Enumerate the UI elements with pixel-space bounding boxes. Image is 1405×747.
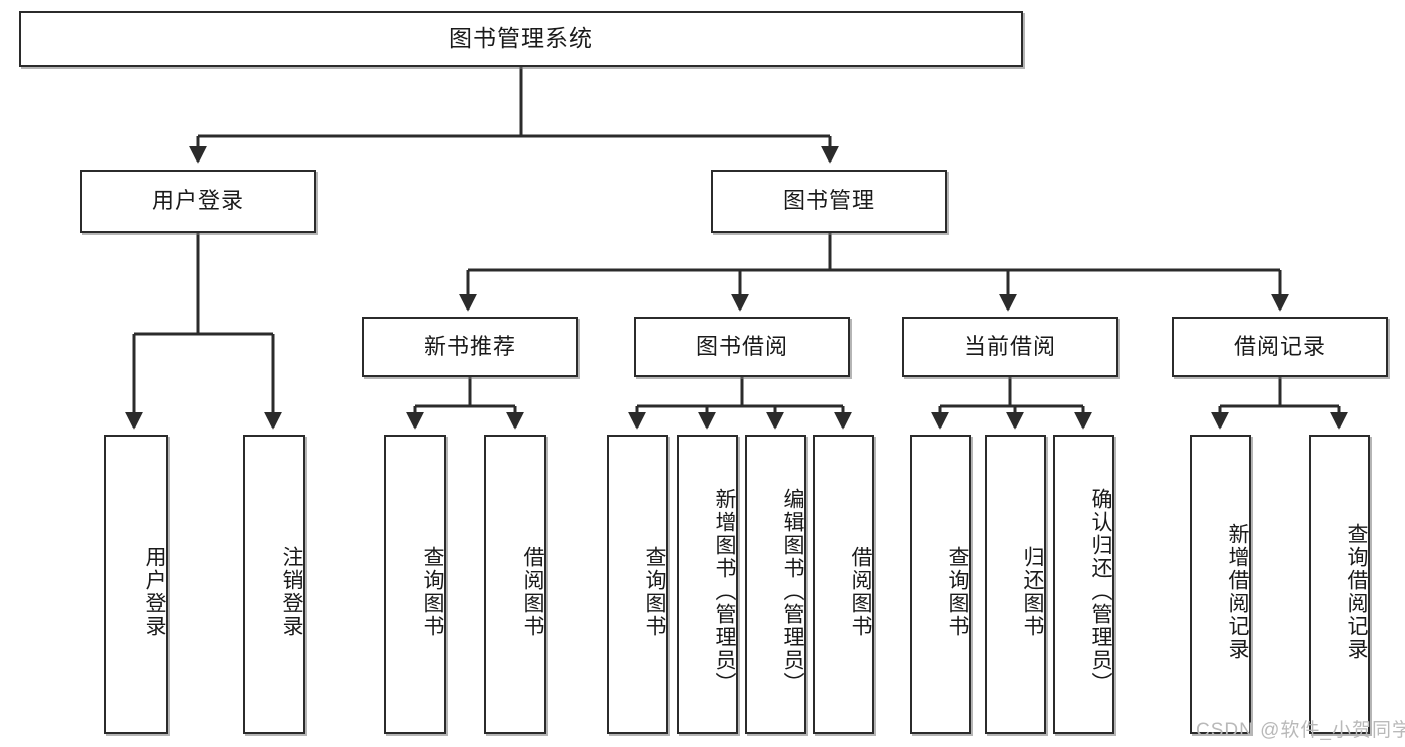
node-root[interactable]: 图书管理系统 [19,11,1023,67]
node-book-borrow-label: 图书借阅 [695,333,788,359]
node-leaf-confirm-return-label: 确认归还（管理员） [1089,488,1112,695]
node-borrow-record[interactable]: 借阅记录 [1172,317,1388,377]
node-book-manage-label: 图书管理 [782,188,875,214]
node-leaf-query-book-1-label: 查询图书 [421,545,444,638]
node-leaf-add-record-label: 新增借阅记录 [1226,522,1249,661]
node-current-borrow-label: 当前借阅 [963,333,1056,359]
node-new-book-recommend-label: 新书推荐 [423,333,516,359]
node-leaf-add-record[interactable]: 新增借阅记录 [1190,435,1251,734]
node-root-label: 图书管理系统 [449,25,593,52]
node-leaf-query-book-2-label: 查询图书 [643,545,666,638]
node-leaf-borrow-book-2[interactable]: 借阅图书 [813,435,874,734]
node-leaf-return-book[interactable]: 归还图书 [985,435,1046,734]
node-leaf-borrow-book-2-label: 借阅图书 [849,545,872,638]
node-leaf-query-book-1[interactable]: 查询图书 [384,435,446,734]
node-leaf-query-record-label: 查询借阅记录 [1345,522,1368,661]
node-leaf-edit-book-label: 编辑图书（管理员） [781,488,804,695]
watermark: CSDN @软件_小贺同学 [1196,720,1405,741]
node-leaf-borrow-book-1-label: 借阅图书 [521,545,544,638]
node-leaf-return-book-label: 归还图书 [1021,545,1044,638]
node-leaf-add-book-label: 新增图书（管理员） [713,488,736,695]
node-new-book-recommend[interactable]: 新书推荐 [362,317,578,377]
node-leaf-add-book[interactable]: 新增图书（管理员） [677,435,738,734]
node-leaf-query-book-3-label: 查询图书 [946,545,969,638]
node-borrow-record-label: 借阅记录 [1233,333,1326,359]
node-leaf-query-book-2[interactable]: 查询图书 [607,435,668,734]
node-leaf-query-record[interactable]: 查询借阅记录 [1309,435,1370,734]
node-user-login-label: 用户登录 [151,188,244,214]
node-leaf-borrow-book-1[interactable]: 借阅图书 [484,435,546,734]
node-book-manage[interactable]: 图书管理 [711,170,947,233]
node-leaf-query-book-3[interactable]: 查询图书 [910,435,971,734]
node-user-login[interactable]: 用户登录 [80,170,316,233]
node-leaf-edit-book[interactable]: 编辑图书（管理员） [745,435,806,734]
node-leaf-user-logout-label: 注销登录 [280,545,303,638]
node-current-borrow[interactable]: 当前借阅 [902,317,1118,377]
node-leaf-user-login-label: 用户登录 [143,545,166,638]
node-leaf-user-logout[interactable]: 注销登录 [243,435,305,734]
node-leaf-confirm-return[interactable]: 确认归还（管理员） [1053,435,1114,734]
node-leaf-user-login[interactable]: 用户登录 [104,435,168,734]
node-book-borrow[interactable]: 图书借阅 [634,317,850,377]
